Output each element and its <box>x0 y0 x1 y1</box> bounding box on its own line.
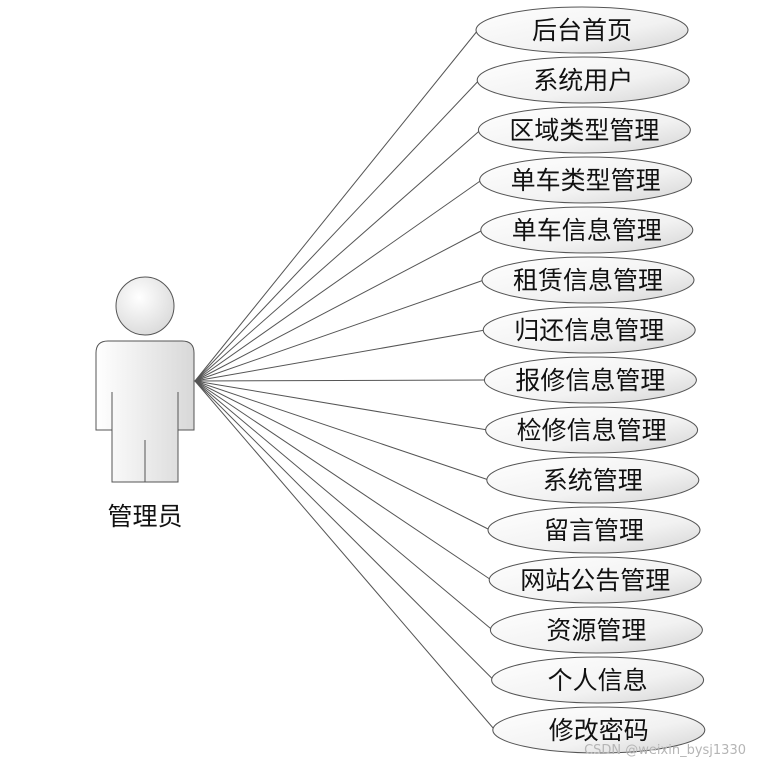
use-case-ellipse <box>491 656 705 704</box>
use-case-item: 后台首页 <box>475 6 689 54</box>
use-case-ellipse <box>485 406 699 454</box>
association-line <box>194 380 489 481</box>
use-case-label: 个人信息 <box>548 666 648 695</box>
use-case-label: 单车信息管理 <box>512 216 662 245</box>
use-case-ellipse <box>488 556 702 604</box>
association-line <box>194 279 485 382</box>
association-line <box>194 380 496 731</box>
use-case-label: 租赁信息管理 <box>513 266 663 295</box>
association-line <box>194 380 492 581</box>
use-case-item: 归还信息管理 <box>482 306 696 354</box>
association-line <box>194 329 486 382</box>
use-case-label: 区域类型管理 <box>509 116 659 145</box>
use-case-ellipse <box>479 156 693 204</box>
use-case-ellipse <box>487 506 701 554</box>
use-case-list: 后台首页系统用户区域类型管理单车类型管理单车信息管理租赁信息管理归还信息管理报修… <box>475 6 706 754</box>
watermark: CSDN @weixin_bysj1330 <box>584 743 746 758</box>
association-line <box>194 179 482 382</box>
association-lines <box>194 29 496 731</box>
use-case-item: 租赁信息管理 <box>481 256 695 304</box>
use-case-ellipse <box>483 356 697 404</box>
use-case-label: 网站公告管理 <box>520 566 670 595</box>
use-case-item: 留言管理 <box>487 506 701 554</box>
actor-label: 管理员 <box>107 502 182 531</box>
use-case-label: 系统管理 <box>543 466 643 495</box>
use-case-label: 单车类型管理 <box>511 166 661 195</box>
use-case-label: 报修信息管理 <box>515 366 665 395</box>
use-case-item: 报修信息管理 <box>483 356 697 404</box>
use-case-label: 留言管理 <box>544 516 644 545</box>
use-case-ellipse <box>492 706 706 754</box>
association-line <box>194 229 484 382</box>
association-line <box>194 380 491 531</box>
use-case-label: 检修信息管理 <box>517 416 667 445</box>
association-line <box>194 379 487 382</box>
association-line <box>194 380 493 631</box>
use-case-ellipse <box>486 456 700 504</box>
use-case-label: 修改密码 <box>549 716 649 745</box>
use-case-item: 网站公告管理 <box>488 556 702 604</box>
use-case-ellipse <box>482 306 696 354</box>
use-case-item: 单车信息管理 <box>480 206 694 254</box>
use-case-ellipse <box>481 256 695 304</box>
use-case-item: 修改密码 <box>492 706 706 754</box>
use-case-label: 归还信息管理 <box>514 316 664 345</box>
use-case-ellipse <box>480 206 694 254</box>
use-case-item: 区域类型管理 <box>477 106 691 154</box>
use-case-item: 资源管理 <box>489 606 703 654</box>
use-case-label: 资源管理 <box>546 616 646 645</box>
actor-body <box>95 340 195 483</box>
association-line <box>194 29 479 382</box>
use-case-ellipse <box>489 606 703 654</box>
use-case-ellipse <box>475 6 689 54</box>
use-case-item: 个人信息 <box>491 656 705 704</box>
actor-head <box>115 276 175 336</box>
use-case-ellipse <box>476 56 690 104</box>
use-case-label: 后台首页 <box>532 16 632 45</box>
use-case-item: 系统管理 <box>486 456 700 504</box>
use-case-item: 检修信息管理 <box>485 406 699 454</box>
use-case-label: 系统用户 <box>533 66 633 95</box>
actor-figure: 管理员 <box>95 276 195 531</box>
association-line <box>194 129 481 382</box>
use-case-item: 系统用户 <box>476 56 690 104</box>
use-case-ellipse <box>477 106 691 154</box>
association-line <box>194 380 488 431</box>
association-line <box>194 79 480 382</box>
association-line <box>194 380 494 681</box>
use-case-item: 单车类型管理 <box>479 156 693 204</box>
